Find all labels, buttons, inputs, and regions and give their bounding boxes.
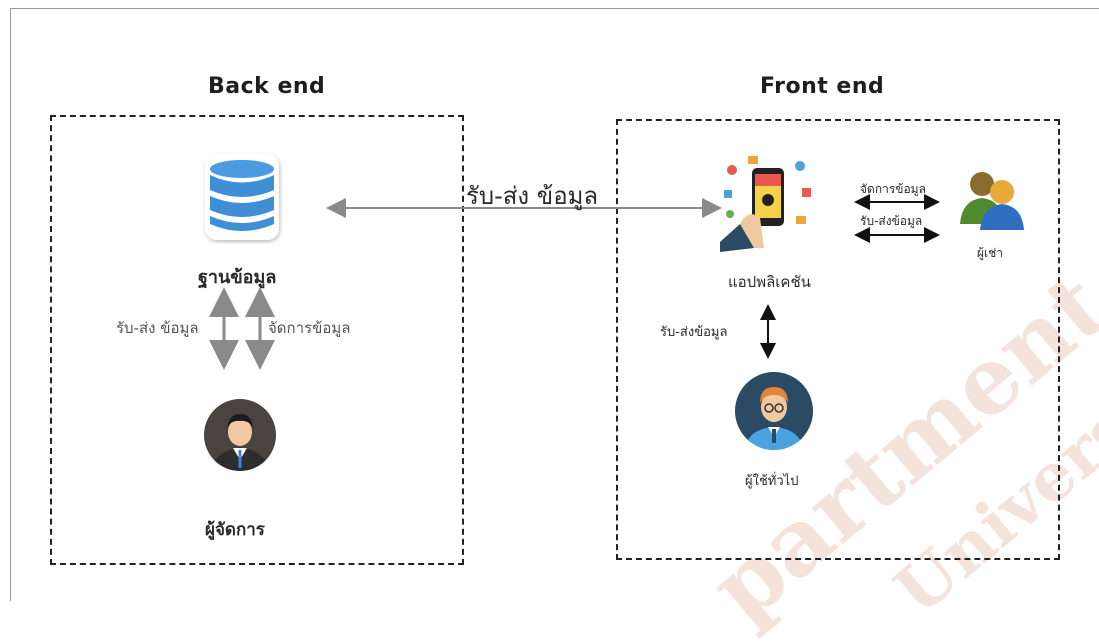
backend-manage-label: จัดการข้อมูล (268, 319, 351, 337)
tenant-label: ผู้เช่า (977, 246, 1004, 260)
backend-title: Back end (208, 74, 326, 99)
admin-label: ผู้จัดการ (205, 520, 265, 540)
backend-box (50, 115, 464, 565)
mobile-app-icon (720, 156, 811, 252)
tenant-send-label: รับ-ส่งข้อมูล (860, 214, 923, 228)
database-label: ฐานข้อมูล (198, 267, 277, 288)
center-link-label: รับ-ส่ง ข้อมูล (466, 182, 599, 210)
app-label: แอปพลิเคชัน (728, 273, 811, 291)
database-icon (205, 154, 279, 240)
backend-send-label: รับ-ส่ง ข้อมูล (116, 319, 199, 337)
figure-frame (10, 8, 1099, 601)
user-link-label: รับ-ส่งข้อมูล (660, 325, 728, 340)
admin-avatar-icon (204, 399, 276, 471)
tenant-users-icon (960, 172, 1024, 230)
general-user-icon (735, 372, 813, 450)
general-user-label: ผู้ใช้ทั่วไป (745, 474, 799, 489)
frontend-title: Front end (760, 74, 885, 99)
frontend-box (616, 119, 1060, 560)
tenant-manage-label: จัดการข้อมูล (860, 182, 926, 196)
connector-lines (209, 194, 940, 370)
